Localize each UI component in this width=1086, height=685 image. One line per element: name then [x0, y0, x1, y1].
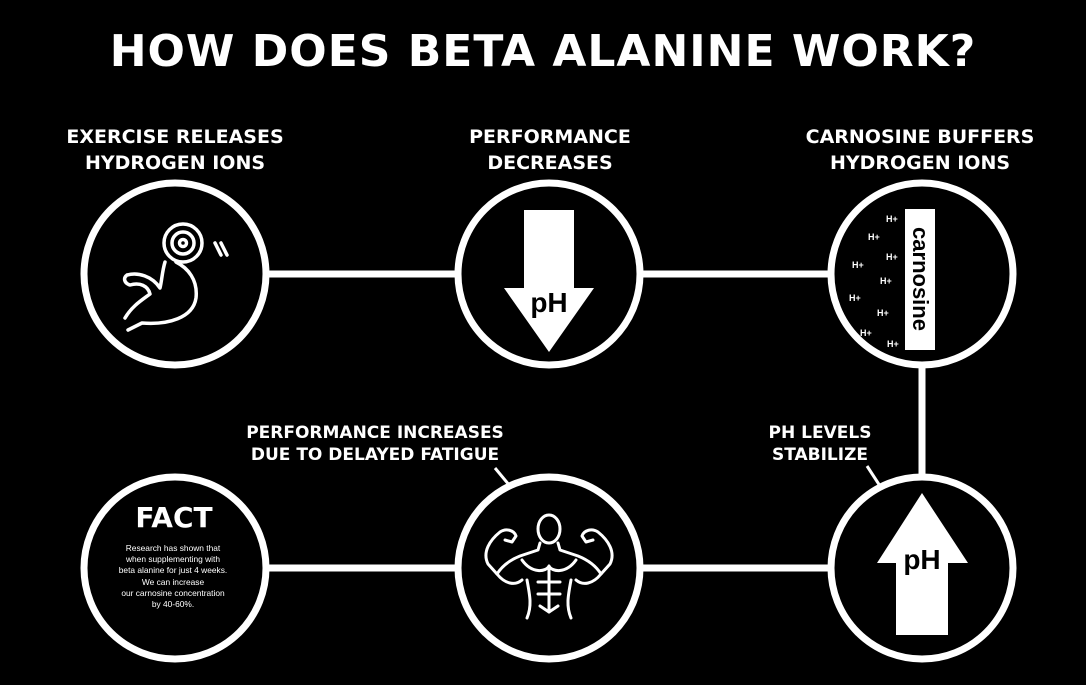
fact-line: beta alanine for just 4 weeks. — [118, 565, 228, 576]
step-label-line: DUE TO DELAYED FATIGUE — [250, 445, 500, 465]
step-label-line: HYDROGEN IONS — [829, 152, 1011, 174]
carnosine-buffer-icon: carnosine H+ H+ H+ H+ H+ H+ H+ H+ H+ — [849, 209, 935, 350]
hydrogen-ion-label: H+ — [887, 339, 899, 349]
fact-line: by 40-60%. — [151, 599, 195, 610]
hydrogen-ion-label: H+ — [860, 328, 872, 338]
step-label-line: HYDROGEN IONS — [84, 152, 266, 174]
hydrogen-ion-label: H+ — [849, 293, 861, 303]
step-label-exercise: EXERCISE RELEASES HYDROGEN IONS — [40, 124, 310, 176]
fact-line: We can increase — [141, 576, 205, 587]
pointer-line — [865, 465, 882, 487]
hydrogen-ion-label: H+ — [886, 214, 898, 224]
step-label-line: PH LEVELS — [768, 423, 872, 443]
flexed-arm-dumbbell-icon — [122, 222, 229, 332]
arrow-ph-label: pH — [530, 287, 567, 318]
fact-line: our carnosine concentration — [121, 587, 225, 598]
hydrogen-ion-label: H+ — [868, 232, 880, 242]
fact-title: FACT — [135, 501, 213, 534]
step-label-line: DECREASES — [487, 152, 613, 174]
step-label-carnosine-buffers: CARNOSINE BUFFERS HYDROGEN IONS — [780, 124, 1060, 176]
hydrogen-ion-label: H+ — [877, 308, 889, 318]
step-label-performance-increases: PERFORMANCE INCREASES DUE TO DELAYED FAT… — [215, 422, 535, 466]
step-label-line: PERFORMANCE — [469, 126, 631, 148]
fact-text: Research has shown that when supplementi… — [95, 543, 251, 610]
hydrogen-ion-label: H+ — [886, 252, 898, 262]
hydrogen-ion-label: H+ — [852, 260, 864, 270]
up-arrow-icon: pH — [877, 493, 968, 635]
muscular-torso-icon — [484, 513, 614, 620]
step-circle — [80, 179, 270, 369]
fact-line: Research has shown that — [125, 543, 221, 553]
step-label-line: EXERCISE RELEASES — [66, 126, 284, 148]
arrow-ph-label: pH — [903, 544, 940, 575]
page-title: HOW DOES BETA ALANINE WORK? — [109, 26, 977, 77]
step-label-performance-decreases: PERFORMANCE DECREASES — [420, 124, 680, 176]
carnosine-label: carnosine — [908, 227, 933, 331]
fact-circle — [80, 473, 270, 663]
step-label-line: STABILIZE — [771, 445, 869, 465]
step-label-line: PERFORMANCE INCREASES — [246, 423, 504, 443]
step-label-line: CARNOSINE BUFFERS — [805, 126, 1035, 148]
fact-line: when supplementing with — [125, 554, 221, 565]
step-label-ph-stabilize: PH LEVELS STABILIZE — [730, 422, 910, 466]
pointer-line — [493, 467, 512, 487]
hydrogen-ion-label: H+ — [880, 276, 892, 286]
down-arrow-icon: pH — [504, 210, 594, 352]
